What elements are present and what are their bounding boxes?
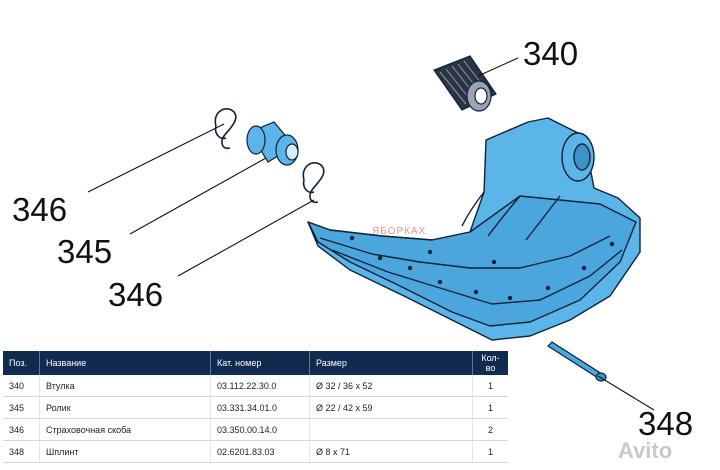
cell-qty: 1 (472, 396, 508, 419)
cell-cat-number: 03.350.00.14.0 (210, 418, 310, 441)
parts-table: Поз. Название Кат. номер Размер Кол-во 3… (3, 351, 508, 463)
cell-qty: 2 (472, 418, 508, 441)
cell-name: Ролик (39, 396, 211, 419)
callout-345: 345 (57, 233, 113, 270)
rivet-hole (581, 265, 587, 271)
cell-pos: 340 (3, 375, 40, 397)
table-row: 346 Страховочная скоба 03.350.00.14.0 2 (3, 418, 508, 441)
leader-line-348 (597, 375, 655, 411)
rivet-hole (609, 241, 615, 247)
leader-line-346-upper (87, 123, 225, 193)
callout-348: 348 (638, 405, 694, 442)
header-size: Размер (309, 351, 473, 375)
cell-name: Страховочная скоба (39, 418, 211, 441)
leader-line-346-lower (177, 199, 315, 277)
rivet-hole (545, 285, 551, 291)
anchor-bore (573, 143, 591, 171)
rivet-hole (377, 255, 383, 261)
header-cat-number: Кат. номер (210, 351, 310, 375)
brake-shoe (307, 117, 641, 341)
callout-346-upper: 346 (12, 191, 68, 228)
header-name: Название (39, 351, 211, 375)
cell-qty: 1 (472, 440, 508, 463)
cell-size: Ø 32 / 36 x 52 (309, 375, 473, 397)
header-qty: Кол-во (472, 351, 508, 375)
cell-pos: 346 (3, 418, 40, 441)
brake-lining-edge (319, 235, 611, 269)
cell-name: Шплинт (39, 440, 211, 463)
callout-340: 340 (523, 35, 579, 72)
cell-qty: 1 (472, 375, 508, 397)
roller-345 (246, 121, 299, 166)
brake-shoe-rib (487, 195, 521, 237)
table-row: 348 Шплинт 02.6201.83.03 Ø 8 x 71 1 (3, 440, 508, 463)
rivet-holes (349, 235, 615, 301)
rivet-hole (407, 265, 413, 271)
cotter-pin-348 (547, 341, 607, 382)
brake-shoe-rib (461, 191, 485, 227)
brake-lining-edge (331, 249, 623, 305)
safety-clip-346-upper (214, 108, 237, 150)
leader-line-340 (477, 57, 519, 77)
header-pos: Поз. (3, 351, 40, 375)
bushing-340 (433, 55, 497, 112)
rivet-hole (473, 289, 479, 295)
avito-watermark: Avito (618, 438, 673, 463)
cell-name: Втулка (39, 375, 211, 397)
cell-size (309, 418, 473, 441)
cell-pos: 348 (3, 440, 40, 463)
cell-cat-number: 03.331.34.01.0 (210, 396, 310, 419)
table-row: 345 Ролик 03.331.34.01.0 Ø 22 / 42 x 59 … (3, 396, 508, 419)
cell-cat-number: 03.112.22.30.0 (210, 375, 310, 397)
leader-line-345 (129, 157, 267, 235)
cell-size: Ø 8 x 71 (309, 440, 473, 463)
cell-cat-number: 02.6201.83.03 (210, 440, 310, 463)
watermark-text: ЯБОРКАХ (372, 226, 427, 237)
brake-shoe-rib (525, 195, 561, 241)
cell-size: Ø 22 / 42 x 59 (309, 396, 473, 419)
safety-clip-346-lower (302, 162, 325, 204)
rivet-hole (491, 259, 497, 265)
rivet-hole (507, 295, 513, 301)
rivet-hole (437, 279, 443, 285)
cell-pos: 345 (3, 396, 40, 419)
table-row: 340 Втулка 03.112.22.30.0 Ø 32 / 36 x 52… (3, 375, 508, 397)
callout-346-lower: 346 (108, 276, 164, 313)
rivet-hole (349, 235, 355, 241)
leader-lines (87, 57, 655, 411)
rivet-hole (427, 249, 433, 255)
parts-table-header: Поз. Название Кат. номер Размер Кол-во (3, 351, 508, 375)
